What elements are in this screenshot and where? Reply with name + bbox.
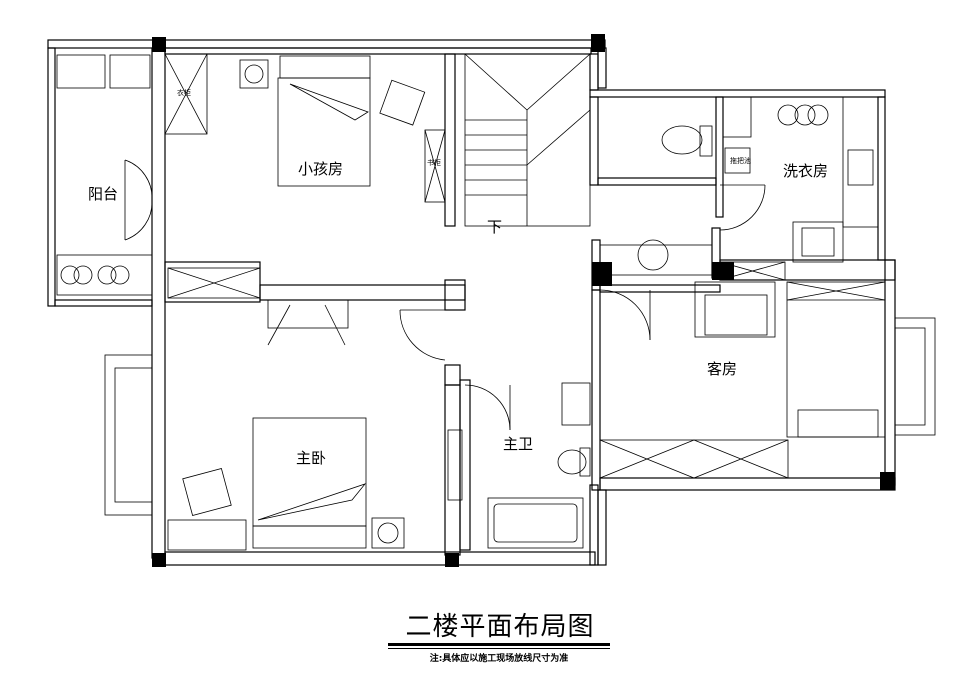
title-underline [388,643,610,646]
label-wardrobe: 衣柜 [177,89,191,97]
room-label-balcony: 阳台 [88,185,119,203]
room-label-laundry: 洗衣房 [783,162,829,180]
room-label-master-bedroom: 主卧 [296,449,327,467]
furniture [56,53,886,551]
label-bookcase: 书柜 [427,159,441,167]
room-label-guest-room: 客房 [707,360,738,378]
room-label-master-bath: 主卫 [503,435,534,453]
stairs [464,53,591,227]
label-mop-sink: 拖把池 [730,157,751,165]
doors [124,159,766,431]
walls [47,34,936,567]
title-underline-thin [388,648,610,649]
drawing-note: 注:具体应以施工现场放线尺寸为准 [429,654,569,664]
label-stairs-down: 下 [487,218,503,236]
drawing-title: 二楼平面布局图 [405,612,595,642]
room-label-kids-room: 小孩房 [298,160,344,178]
